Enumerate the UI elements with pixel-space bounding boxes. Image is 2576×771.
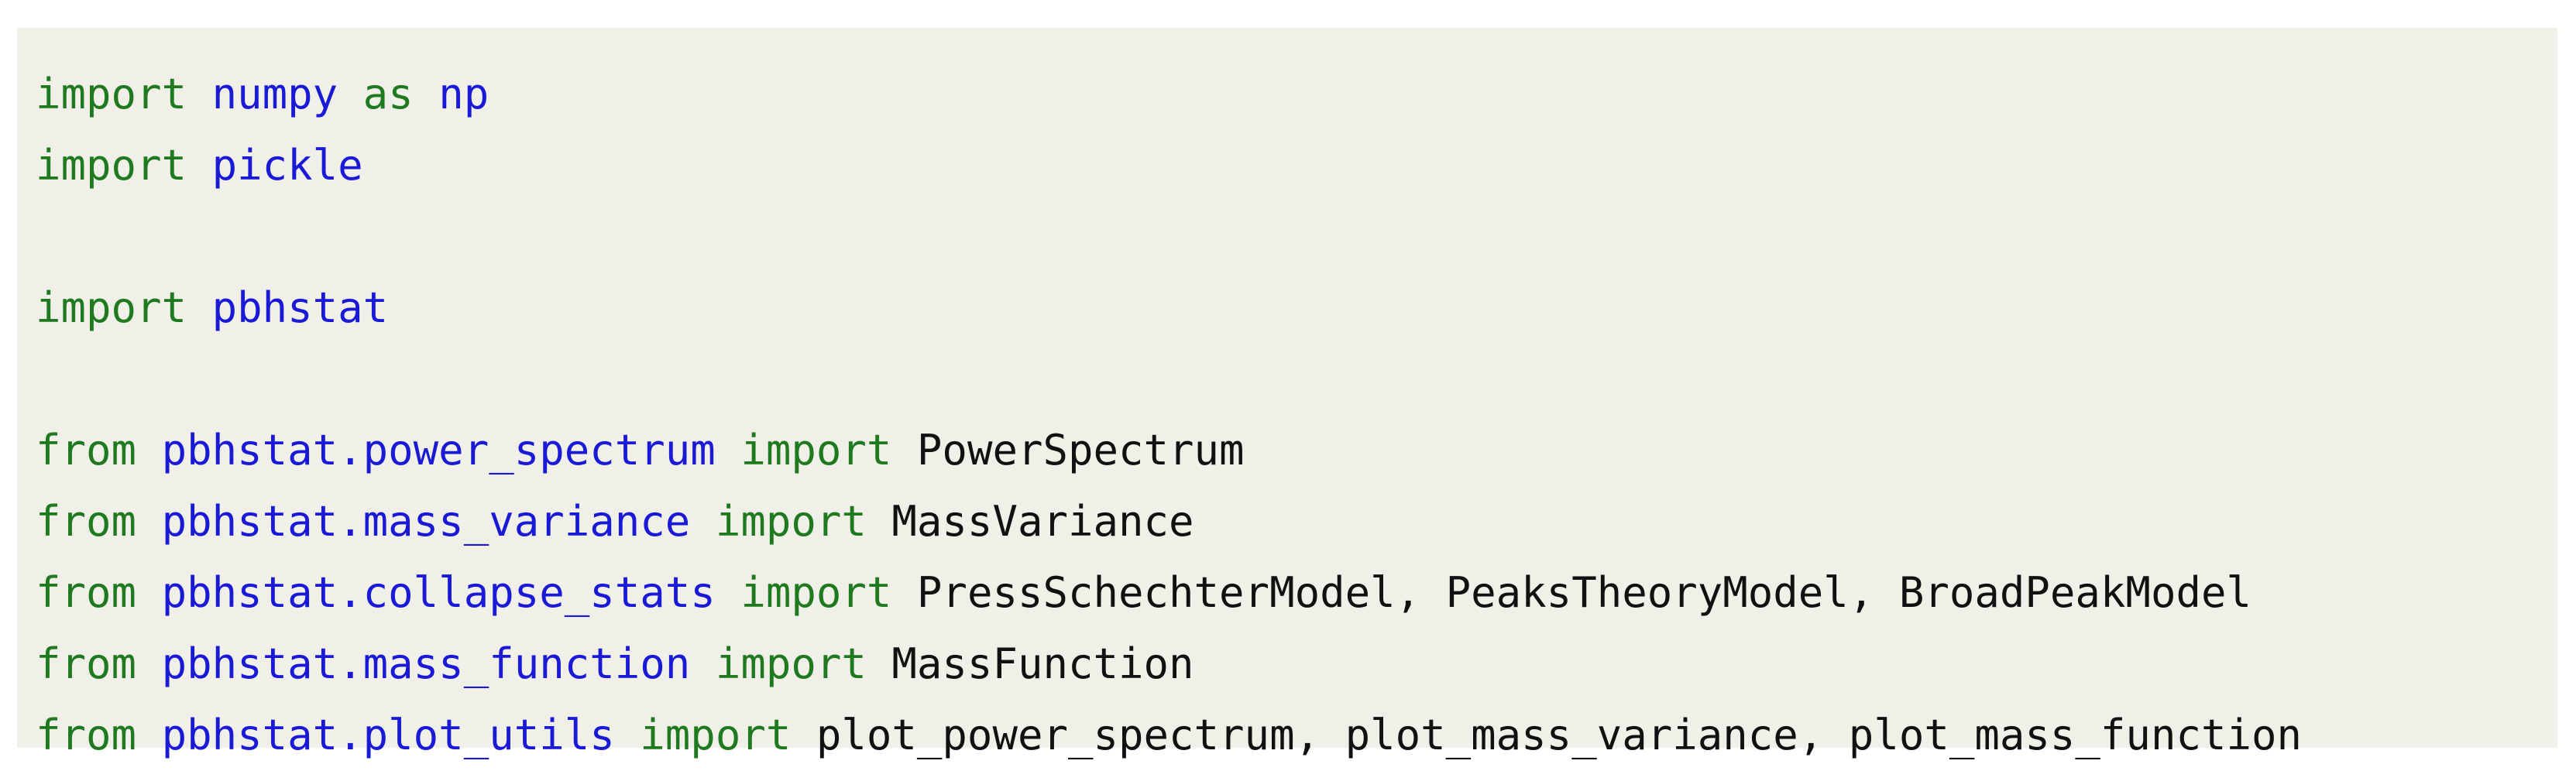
- code-token-text: MassFunction: [866, 639, 1194, 688]
- code-token-keyword: from: [36, 497, 137, 546]
- code-token-text: [615, 711, 641, 759]
- code-token-text: [187, 70, 212, 118]
- code-line: import numpy as np: [36, 59, 2302, 130]
- code-line: import pickle: [36, 130, 2302, 201]
- code-token-keyword: import: [740, 426, 892, 475]
- code-token-text: PowerSpectrum: [891, 426, 1245, 475]
- code-token-keyword: import: [36, 70, 187, 118]
- code-line: from pbhstat.plot_utils import plot_powe…: [36, 700, 2302, 771]
- code-token-text: [187, 283, 212, 332]
- code-token-module: pbhstat.collapse_stats: [161, 568, 716, 617]
- code-token-text: PressSchechterModel, PeaksTheoryModel, B…: [891, 568, 2251, 617]
- code-token-text: [338, 70, 363, 118]
- code-token-text: [136, 497, 162, 546]
- code-token-text: [187, 141, 212, 190]
- code-token-text: [136, 639, 162, 688]
- code-token-keyword: from: [36, 426, 137, 475]
- code-token-text: [136, 711, 162, 759]
- code-token-text: [414, 70, 439, 118]
- code-token-module: pbhstat.mass_function: [161, 639, 691, 688]
- code-token-text: [716, 426, 741, 475]
- code-line: from pbhstat.collapse_stats import Press…: [36, 557, 2302, 629]
- code-token-text: [136, 426, 162, 475]
- code-token-text: [716, 568, 741, 617]
- code-token-text: [690, 497, 716, 546]
- code-token-keyword: import: [640, 711, 792, 759]
- code-token-keyword: from: [36, 568, 137, 617]
- code-token-module: np: [438, 70, 489, 118]
- code-token-module: pbhstat.plot_utils: [161, 711, 615, 759]
- code-token-module: pickle: [211, 141, 363, 190]
- code-token-keyword: import: [740, 568, 892, 617]
- code-token-keyword: as: [362, 70, 414, 118]
- code-token-keyword: import: [715, 639, 867, 688]
- code-line: from pbhstat.mass_function import MassFu…: [36, 629, 2302, 700]
- code-token-module: numpy: [211, 70, 338, 118]
- code-token-text: [690, 639, 716, 688]
- code-token-module: pbhstat.mass_variance: [161, 497, 691, 546]
- code-token-keyword: from: [36, 639, 137, 688]
- code-token-text: [136, 568, 162, 617]
- code-token-module: pbhstat.power_spectrum: [161, 426, 716, 475]
- code-line: import pbhstat: [36, 272, 2302, 344]
- code-token-keyword: import: [36, 283, 187, 332]
- code-token-keyword: from: [36, 711, 137, 759]
- code-token-text: MassVariance: [866, 497, 1194, 546]
- code-line: [36, 201, 2302, 272]
- code-line: [36, 344, 2302, 415]
- code-token-text: plot_power_spectrum, plot_mass_variance,…: [791, 711, 2303, 759]
- code-line: from pbhstat.mass_variance import MassVa…: [36, 486, 2302, 557]
- code-line: from pbhstat.power_spectrum import Power…: [36, 415, 2302, 486]
- code-token-module: pbhstat: [211, 283, 389, 332]
- code-token-keyword: import: [36, 141, 187, 190]
- code-token-keyword: import: [715, 497, 867, 546]
